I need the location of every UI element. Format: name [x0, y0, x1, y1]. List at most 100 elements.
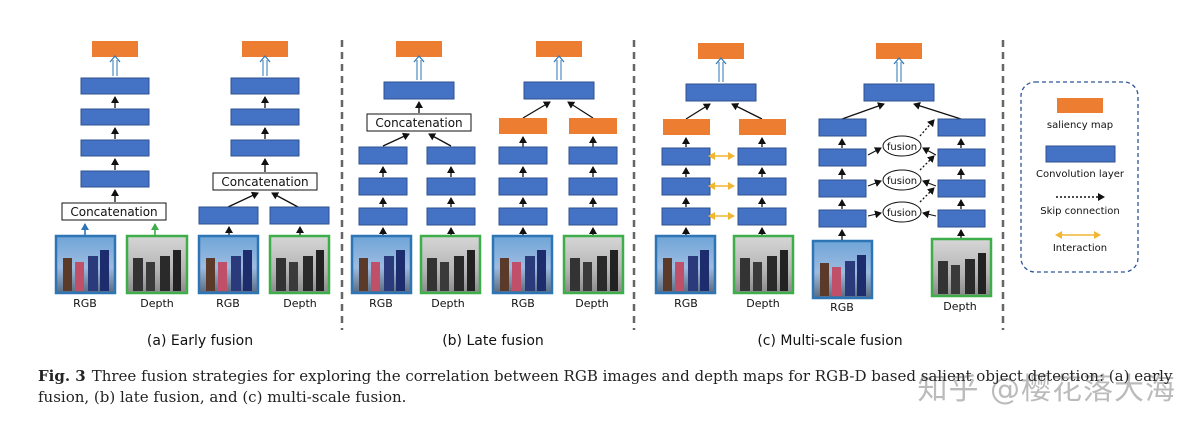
- conv-layer: [80, 170, 150, 188]
- depth-label: Depth: [943, 300, 977, 313]
- depth-image: [125, 234, 189, 295]
- concatenation-box: [212, 172, 318, 191]
- saliency-map: [536, 41, 582, 57]
- saliency-map: [242, 41, 288, 57]
- rgb-label: RGB: [674, 297, 698, 310]
- multi-scale-right: fusion fusion fusion RGB Depth: [811, 43, 993, 314]
- saliency-map-depth: [569, 118, 617, 134]
- saliency-map-depth: [739, 119, 786, 135]
- legend-saliency-swatch: [1057, 98, 1103, 113]
- saliency-map: [876, 43, 922, 59]
- legend-conv-swatch: [1045, 145, 1116, 163]
- concatenation-label: Concatenation: [221, 175, 308, 189]
- concatenation-label: Concatenation: [375, 116, 462, 130]
- conv-layer-rgb: [198, 206, 259, 225]
- conv-layer-depth: [937, 118, 986, 137]
- conv-layer-depth: [937, 209, 986, 228]
- legend-skip-label: Skip connection: [1040, 206, 1120, 217]
- concatenation-box: [61, 202, 167, 221]
- late-fusion-left: Concatenation RGB Depth: [350, 41, 482, 310]
- fusion-diagram: Concatenation RGB Depth Concatenation: [54, 40, 1139, 349]
- figure-caption-label: Fig. 3: [38, 367, 86, 385]
- rgb-image: [654, 234, 717, 295]
- rgb-image: [350, 234, 413, 295]
- fusion-node: [882, 169, 922, 191]
- depth-label: Depth: [431, 297, 465, 310]
- fusion-node: [882, 135, 922, 157]
- early-fusion-left: Concatenation RGB Depth: [54, 41, 189, 310]
- fusion-label: fusion: [887, 142, 917, 153]
- rgb-label: RGB: [511, 297, 535, 310]
- conv-layer-rgb: [661, 147, 711, 166]
- rgb-image: [197, 234, 260, 295]
- conv-layer-rgb: [818, 148, 867, 167]
- conv-layer: [230, 139, 300, 157]
- subtitle-multi-scale-fusion: (c) Multi-scale fusion: [757, 333, 902, 349]
- conv-layer-depth: [568, 146, 618, 165]
- conv-layer-rgb: [661, 177, 711, 196]
- rgb-label: RGB: [369, 297, 393, 310]
- conv-layer-rgb: [358, 146, 408, 165]
- conv-layer: [383, 81, 455, 100]
- fusion-label: fusion: [887, 176, 917, 187]
- conv-layer-depth: [568, 177, 618, 196]
- conv-layer-depth: [937, 179, 986, 198]
- conv-layer: [863, 83, 935, 102]
- conv-layer: [685, 83, 757, 102]
- depth-label: Depth: [575, 297, 609, 310]
- rgb-label: RGB: [73, 297, 97, 310]
- legend-conv-label: Convolution layer: [1036, 169, 1125, 180]
- saliency-map-rgb: [663, 119, 710, 135]
- conv-layer: [230, 77, 300, 95]
- conv-layer-rgb: [498, 207, 548, 226]
- conv-layer-rgb: [358, 207, 408, 226]
- depth-image: [562, 234, 625, 295]
- conv-layer-depth: [737, 207, 787, 226]
- conv-layer-depth: [269, 206, 330, 225]
- depth-image: [732, 234, 795, 295]
- multi-scale-left: RGB Depth: [654, 43, 795, 310]
- conv-layer: [523, 81, 595, 100]
- early-fusion-right: Concatenation RGB Depth: [197, 41, 331, 310]
- saliency-map: [396, 41, 442, 57]
- legend-saliency-label: saliency map: [1047, 120, 1113, 131]
- subtitle-early-fusion: (a) Early fusion: [147, 333, 253, 349]
- depth-label: Depth: [140, 297, 174, 310]
- conv-layer: [80, 77, 150, 95]
- depth-image: [268, 234, 331, 295]
- watermark: 知乎 @樱花落大海: [917, 372, 1176, 407]
- saliency-map: [698, 43, 744, 59]
- depth-image: [930, 237, 993, 298]
- conv-layer-depth: [737, 177, 787, 196]
- conv-layer: [80, 139, 150, 157]
- conv-layer-rgb: [661, 207, 711, 226]
- rgb-image: [491, 234, 554, 295]
- subtitle-late-fusion: (b) Late fusion: [442, 333, 544, 349]
- legend-interaction-label: Interaction: [1053, 243, 1107, 254]
- conv-layer-depth: [568, 207, 618, 226]
- conv-layer-rgb: [818, 118, 867, 137]
- conv-layer-rgb: [818, 209, 867, 228]
- saliency-map-rgb: [499, 118, 547, 134]
- conv-layer-rgb: [358, 177, 408, 196]
- conv-layer-rgb: [498, 177, 548, 196]
- conv-layer-depth: [426, 207, 476, 226]
- depth-label: Depth: [283, 297, 317, 310]
- conv-layer-rgb: [498, 146, 548, 165]
- legend-border: [1020, 81, 1139, 273]
- skip-connection: [919, 155, 935, 171]
- concatenation-box: [366, 113, 472, 132]
- skip-connection: [919, 187, 935, 203]
- conv-layer-depth: [426, 146, 476, 165]
- legend: saliency map Convolution layer Skip conn…: [1020, 81, 1139, 273]
- rgb-label: RGB: [216, 297, 240, 310]
- conv-layer-depth: [426, 177, 476, 196]
- concatenation-label: Concatenation: [70, 205, 157, 219]
- rgb-image: [811, 239, 874, 300]
- skip-connection: [919, 119, 935, 137]
- conv-layer: [230, 108, 300, 126]
- late-fusion-right: RGB Depth: [491, 41, 625, 310]
- rgb-label: RGB: [830, 301, 854, 314]
- fusion-node: [882, 201, 922, 223]
